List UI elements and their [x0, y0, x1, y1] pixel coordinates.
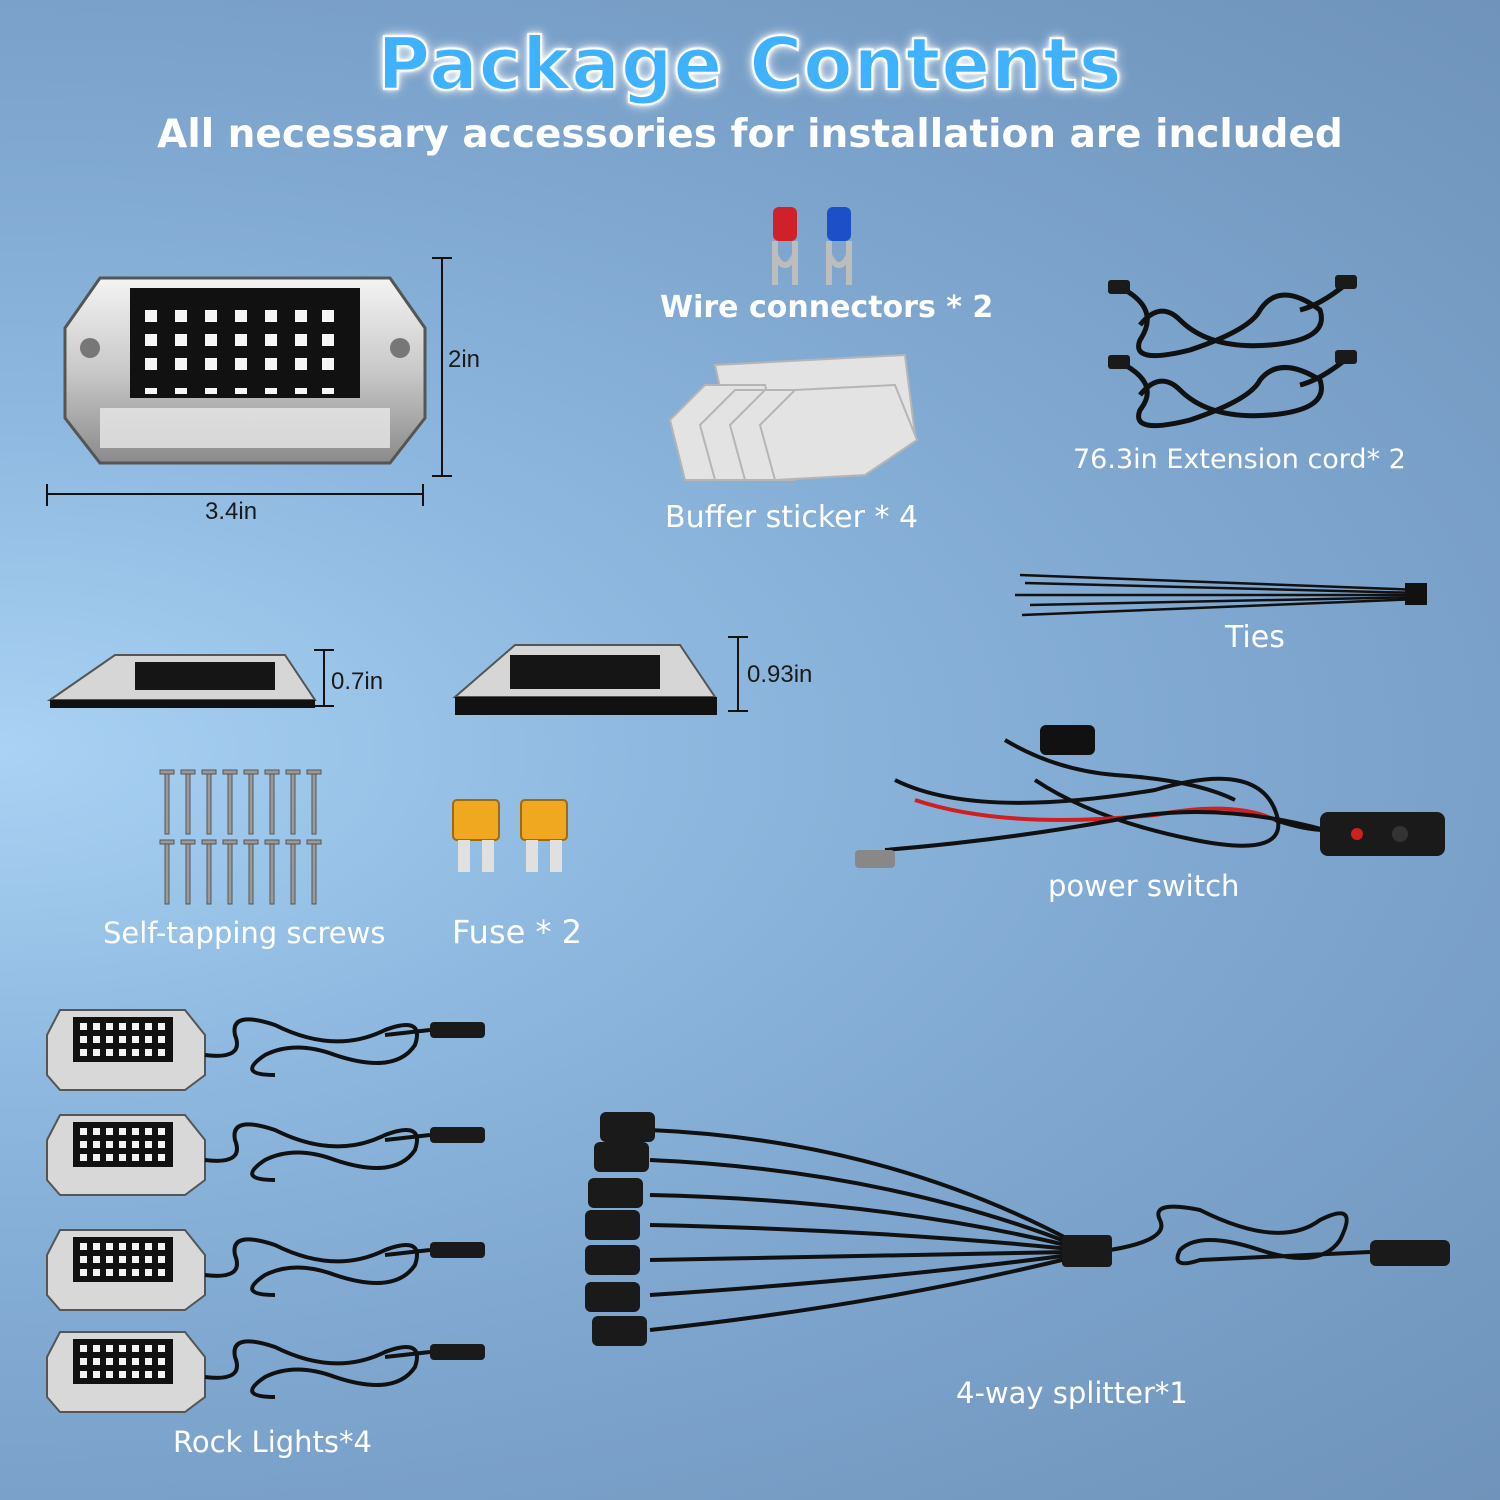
dimension-width-label: 3.4in	[205, 498, 258, 525]
splitter-image	[585, 1112, 1450, 1346]
rock-lights-label: Rock Lights*4	[173, 1425, 372, 1459]
screws-label: Self-tapping screws	[103, 916, 386, 950]
extension-cord-image	[1108, 275, 1357, 429]
screws-image	[159, 769, 322, 905]
rock-light-side-view-a	[46, 654, 317, 708]
ties-image	[1015, 573, 1427, 617]
buffer-sticker-image	[668, 353, 919, 482]
page-subtitle: All necessary accessories for installati…	[157, 112, 1343, 157]
ties-label: Ties	[1225, 620, 1285, 655]
rock-light-side-view-b	[452, 644, 717, 715]
wire-connectors-image	[772, 207, 852, 285]
rock-light-top-view	[63, 276, 427, 465]
dimension-line-side-b	[728, 636, 748, 712]
wire-connectors-label: Wire connectors * 2	[660, 290, 994, 325]
fuse-label: Fuse * 2	[452, 913, 582, 951]
extension-cord-label: 76.3in Extension cord* 2	[1073, 444, 1406, 475]
page-title: Package Contents	[376, 21, 1123, 107]
rock-lights-image	[45, 1008, 487, 1414]
dimension-line-side-a	[314, 649, 334, 707]
buffer-sticker-label: Buffer sticker * 4	[665, 500, 919, 535]
dimension-line-width	[46, 484, 424, 506]
power-switch-label: power switch	[1048, 869, 1240, 903]
dimension-side-b-label: 0.93in	[747, 661, 813, 688]
dimension-side-a-label: 0.7in	[331, 668, 384, 695]
dimension-line-height	[432, 257, 452, 477]
splitter-label: 4-way splitter*1	[956, 1376, 1188, 1410]
dimension-height-label: 2in	[448, 346, 481, 373]
fuse-image	[452, 799, 568, 872]
power-switch-image	[855, 725, 1445, 868]
